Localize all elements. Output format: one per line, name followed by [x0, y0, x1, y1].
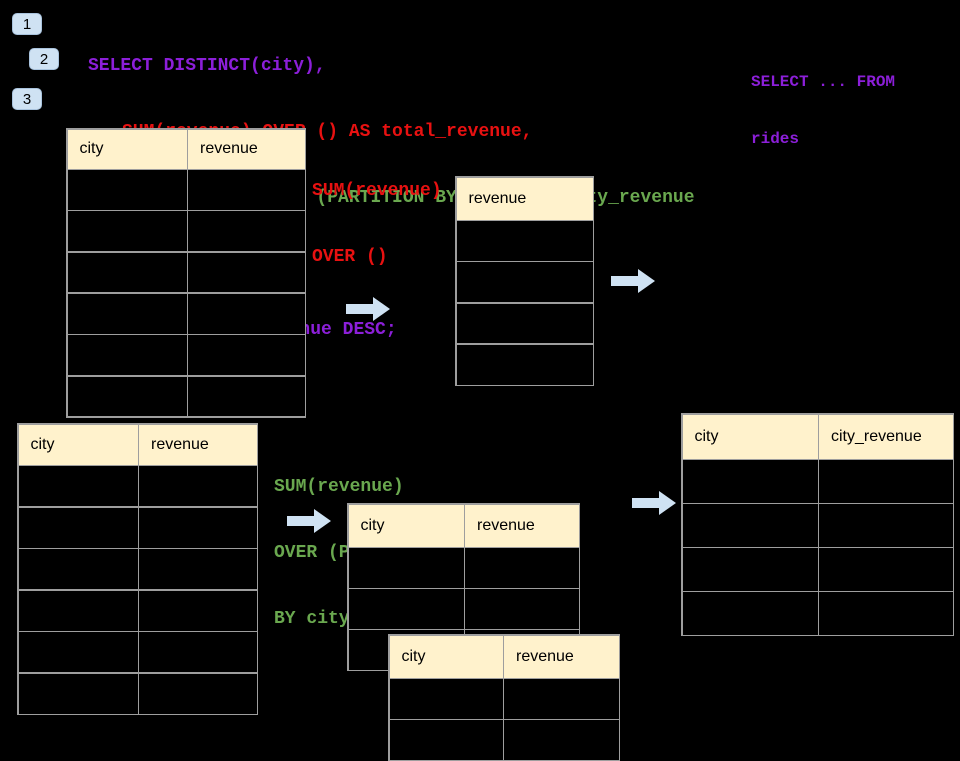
right-arrow-icon	[346, 297, 390, 321]
empty-cell	[67, 335, 187, 376]
empty-cell	[682, 548, 818, 591]
empty-cell	[18, 466, 138, 506]
empty-cell	[819, 548, 953, 591]
empty-cell	[348, 548, 464, 588]
sql-line-select: SELECT DISTINCT(city),	[88, 56, 326, 76]
empty-cell	[504, 679, 619, 719]
empty-cell	[682, 592, 818, 635]
right-arrow-icon	[611, 269, 655, 293]
empty-cell	[456, 303, 593, 344]
empty-cell	[18, 673, 138, 714]
empty-cell	[139, 507, 257, 548]
column-header-city: city	[389, 635, 503, 678]
column-header-city: city	[348, 504, 464, 547]
empty-cell	[67, 293, 187, 334]
empty-cell	[389, 679, 503, 719]
note-line-1: SELECT ... FROM	[751, 73, 896, 91]
empty-cell	[18, 507, 138, 548]
empty-cell	[504, 720, 619, 760]
annotation-line: SUM(revenue)	[274, 477, 404, 497]
empty-cell	[389, 720, 503, 760]
step-badge-3: 3	[12, 88, 42, 110]
empty-cell	[188, 252, 305, 293]
column-header-revenue: revenue	[188, 129, 305, 169]
column-header-city: city	[67, 129, 187, 169]
right-arrow-icon	[287, 509, 331, 533]
empty-cell	[188, 376, 305, 417]
right-arrow-icon	[632, 491, 676, 515]
step-badge-2: 2	[29, 48, 59, 70]
empty-cell	[456, 221, 593, 261]
column-header-city_revenue: city_revenue	[819, 414, 953, 459]
column-header-city: city	[18, 424, 138, 465]
empty-cell	[456, 262, 593, 302]
empty-cell	[682, 504, 818, 547]
empty-cell	[139, 632, 257, 672]
empty-cell	[139, 673, 257, 714]
column-header-revenue: revenue	[139, 424, 257, 465]
empty-cell	[18, 590, 138, 631]
annotation-line: BY city)	[274, 609, 361, 629]
total-revenue-table: revenue	[455, 176, 594, 386]
total-revenue-annotation: SUM(revenue) OVER ()	[312, 136, 442, 312]
annotation-line: OVER ()	[312, 247, 388, 267]
empty-cell	[67, 211, 187, 252]
empty-cell	[682, 460, 818, 503]
empty-cell	[348, 589, 464, 629]
empty-cell	[188, 293, 305, 334]
select-from-rides-note: SELECT ... FROM rides	[751, 35, 895, 187]
empty-cell	[67, 252, 187, 293]
column-header-revenue: revenue	[465, 504, 579, 547]
step-badge-1: 1	[12, 13, 42, 35]
empty-cell	[67, 170, 187, 210]
column-header-city: city	[682, 414, 818, 459]
empty-cell	[67, 376, 187, 417]
empty-cell	[819, 592, 953, 635]
empty-cell	[188, 335, 305, 376]
empty-cell	[819, 504, 953, 547]
slide-canvas: 1 2 3 SELECT DISTINCT(city), SUM(revenue…	[12, 13, 954, 761]
annotation-line: SUM(revenue)	[312, 181, 442, 201]
empty-cell	[188, 170, 305, 210]
column-header-revenue: revenue	[504, 635, 619, 678]
empty-cell	[188, 211, 305, 252]
note-line-2: rides	[751, 130, 800, 148]
empty-cell	[18, 632, 138, 672]
empty-cell	[465, 589, 579, 629]
empty-cell	[139, 466, 257, 506]
empty-cell	[456, 344, 593, 385]
empty-cell	[139, 549, 257, 589]
empty-cell	[18, 549, 138, 589]
empty-cell	[819, 460, 953, 503]
empty-cell	[139, 590, 257, 631]
column-header-revenue: revenue	[456, 177, 593, 220]
empty-cell	[465, 548, 579, 588]
